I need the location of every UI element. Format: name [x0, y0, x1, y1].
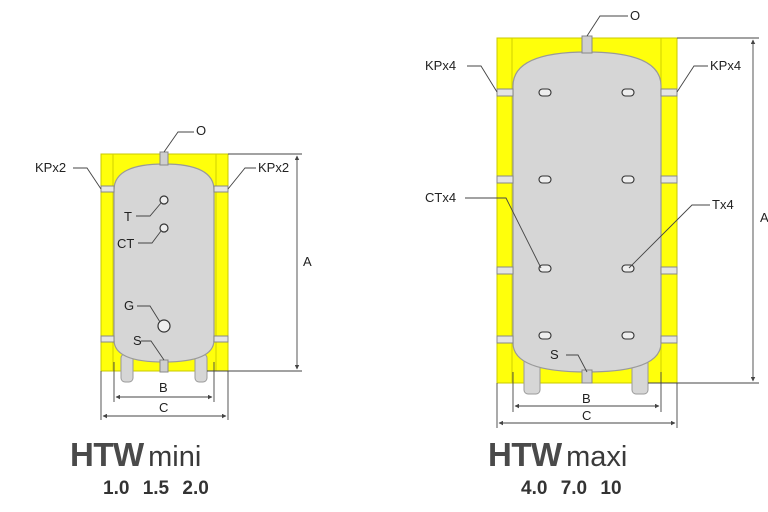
maxi-kp-left-4 [496, 335, 514, 344]
mini-sizes: 1.0 1.5 2.0 [103, 478, 209, 499]
mini-kp-left-lower [100, 335, 115, 343]
mini-top-port [159, 151, 169, 166]
mini-ct-port [159, 223, 169, 233]
mini-label-b: B [159, 380, 168, 395]
maxi-label-a: A [760, 210, 768, 225]
maxi-label-ct: CTx4 [425, 190, 456, 205]
maxi-label-kp-left: KPx4 [425, 58, 456, 73]
maxi-sensor-slot [621, 88, 635, 97]
mini-label-t: T [124, 209, 132, 224]
mini-title-brand: HTW [70, 436, 144, 473]
maxi-label-c: C [582, 408, 591, 423]
maxi-kp-right-1 [660, 88, 678, 97]
maxi-sensor-slot [538, 264, 552, 273]
maxi-label-s: S [550, 347, 559, 362]
maxi-kp-right-3 [660, 266, 678, 275]
maxi-kp-right-4 [660, 335, 678, 344]
mini-kp-right-lower [213, 335, 229, 343]
mini-label-c: C [159, 400, 168, 415]
maxi-title-brand: HTW [488, 436, 562, 473]
mini-g-port [157, 319, 171, 333]
maxi-sensor-slot [621, 264, 635, 273]
mini-bottom-port [159, 359, 169, 373]
maxi-sensor-slot [621, 331, 635, 340]
maxi-kp-right-2 [660, 175, 678, 184]
maxi-sensor-slot [621, 175, 635, 184]
maxi-title: HTW maxi [488, 436, 627, 474]
maxi-label-o: O [630, 8, 640, 23]
maxi-label-kp-right: KPx4 [710, 58, 741, 73]
htw-maxi-diagram: O KPx4 KPx4 CTx4 Tx4 S A B C [425, 8, 768, 428]
mini-title-model: mini [148, 441, 202, 473]
mini-label-kp-left: KPx2 [35, 160, 66, 175]
mini-kp-right-upper [213, 185, 229, 193]
maxi-label-b: B [582, 391, 591, 406]
mini-title: HTW mini [70, 436, 201, 474]
maxi-bottom-port [581, 369, 593, 384]
maxi-sizes: 4.0 7.0 10 [521, 478, 622, 499]
mini-label-ct: CT [117, 236, 134, 251]
mini-t-port [159, 195, 169, 205]
maxi-kp-left-2 [496, 175, 514, 184]
mini-label-s: S [133, 333, 142, 348]
maxi-kp-left-1 [496, 88, 514, 97]
mini-label-o: O [196, 123, 206, 138]
maxi-kp-left-3 [496, 266, 514, 275]
maxi-sensor-slot [538, 175, 552, 184]
htw-mini-diagram: O KPx2 KPx2 T CT G S A B C [35, 123, 312, 420]
maxi-label-t: Tx4 [712, 197, 734, 212]
mini-label-a: A [303, 254, 312, 269]
maxi-tank-body [512, 51, 662, 373]
maxi-title-model: maxi [566, 441, 628, 473]
maxi-sensor-slot [538, 88, 552, 97]
mini-label-kp-right: KPx2 [258, 160, 289, 175]
maxi-sensor-slot [538, 331, 552, 340]
mini-kp-left-upper [100, 185, 115, 193]
mini-label-g: G [124, 298, 134, 313]
maxi-top-port [581, 35, 593, 54]
